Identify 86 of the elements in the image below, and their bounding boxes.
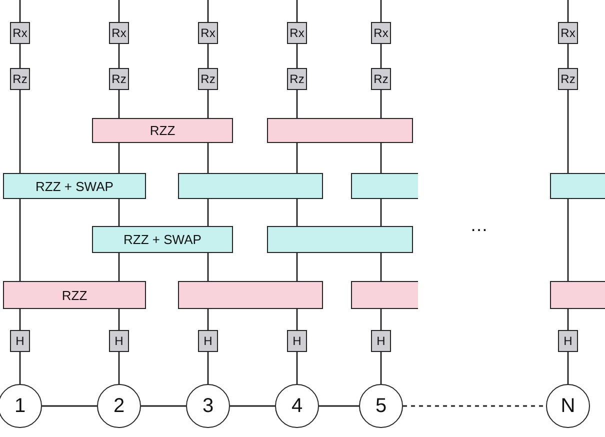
wire-line [19, 0, 21, 22]
wire-line [19, 199, 21, 281]
ellipsis: … [470, 215, 488, 236]
gate-box: Rz [558, 68, 578, 90]
wire-line [42, 405, 97, 407]
wire-line [19, 44, 21, 68]
wire-line [567, 44, 569, 68]
wire-line [118, 309, 120, 330]
wire-line [207, 44, 209, 68]
gate-box: RZZ + SWAP [3, 173, 146, 199]
wire-line [380, 199, 382, 226]
gate-box: H [198, 330, 218, 352]
wire-line [118, 44, 120, 68]
gate-box: H [109, 330, 129, 352]
wire-line [380, 253, 382, 281]
wire-line [141, 405, 186, 407]
wire-line [319, 405, 359, 407]
wire-line [207, 309, 209, 330]
qubit-circle: 1 [0, 384, 42, 428]
wire-line [207, 143, 209, 173]
gate-box [351, 281, 418, 309]
gate-box: RZZ [92, 118, 233, 143]
gate-box: H [371, 330, 391, 352]
qubit-circle: 2 [97, 384, 141, 428]
wire-line [380, 309, 382, 330]
gate-box [550, 173, 605, 199]
wire-line [380, 0, 382, 22]
wire-line [118, 199, 120, 226]
wire-line [118, 90, 120, 118]
gate-box [178, 173, 323, 199]
gate-box: Rx [10, 22, 30, 44]
gate-box: Rz [371, 68, 391, 90]
wire-line [207, 90, 209, 118]
gate-box: H [10, 330, 30, 352]
wire-line [207, 352, 209, 384]
wire-line [380, 352, 382, 384]
wire-line [118, 143, 120, 173]
qubit-circle: 5 [359, 384, 403, 428]
wire-line [296, 253, 298, 281]
gate-box [550, 281, 605, 309]
wire-line [230, 405, 275, 407]
wire-line [380, 44, 382, 68]
gate-box: Rx [558, 22, 578, 44]
wire-line [207, 0, 209, 22]
qubit-circle: 3 [186, 384, 230, 428]
wire-line [19, 352, 21, 384]
wire-line [296, 0, 298, 22]
gate-box [178, 281, 323, 309]
wire-line [19, 309, 21, 330]
wire-line [296, 309, 298, 330]
wire-line [567, 309, 569, 330]
wire-line [19, 90, 21, 173]
wire-line [567, 0, 569, 22]
wire-line [118, 352, 120, 384]
gate-box [267, 226, 413, 253]
gate-box [267, 118, 413, 143]
gate-box [351, 173, 418, 199]
wire-line [118, 0, 120, 22]
gate-box: Rx [371, 22, 391, 44]
gate-box: H [558, 330, 578, 352]
gate-box: Rz [198, 68, 218, 90]
gate-box: Rz [10, 68, 30, 90]
wire-line [567, 352, 569, 384]
wire-line [296, 44, 298, 68]
wire-line [118, 253, 120, 281]
gate-box: Rx [109, 22, 129, 44]
qubit-circle: N [546, 384, 590, 428]
gate-box: RZZ [3, 281, 146, 309]
wire-line [567, 90, 569, 173]
gate-box: Rx [198, 22, 218, 44]
wire-line [403, 405, 546, 407]
wire-line [380, 90, 382, 118]
wire-line [296, 352, 298, 384]
wire-line [296, 199, 298, 226]
wire-line [567, 199, 569, 281]
gate-box: Rz [109, 68, 129, 90]
qubit-circle: 4 [275, 384, 319, 428]
wire-line [207, 253, 209, 281]
gate-box: H [287, 330, 307, 352]
gate-box: Rx [287, 22, 307, 44]
gate-box: Rz [287, 68, 307, 90]
wire-line [296, 143, 298, 173]
wire-line [207, 199, 209, 226]
wire-line [380, 143, 382, 173]
wire-line [296, 90, 298, 118]
gate-box: RZZ + SWAP [92, 226, 233, 253]
